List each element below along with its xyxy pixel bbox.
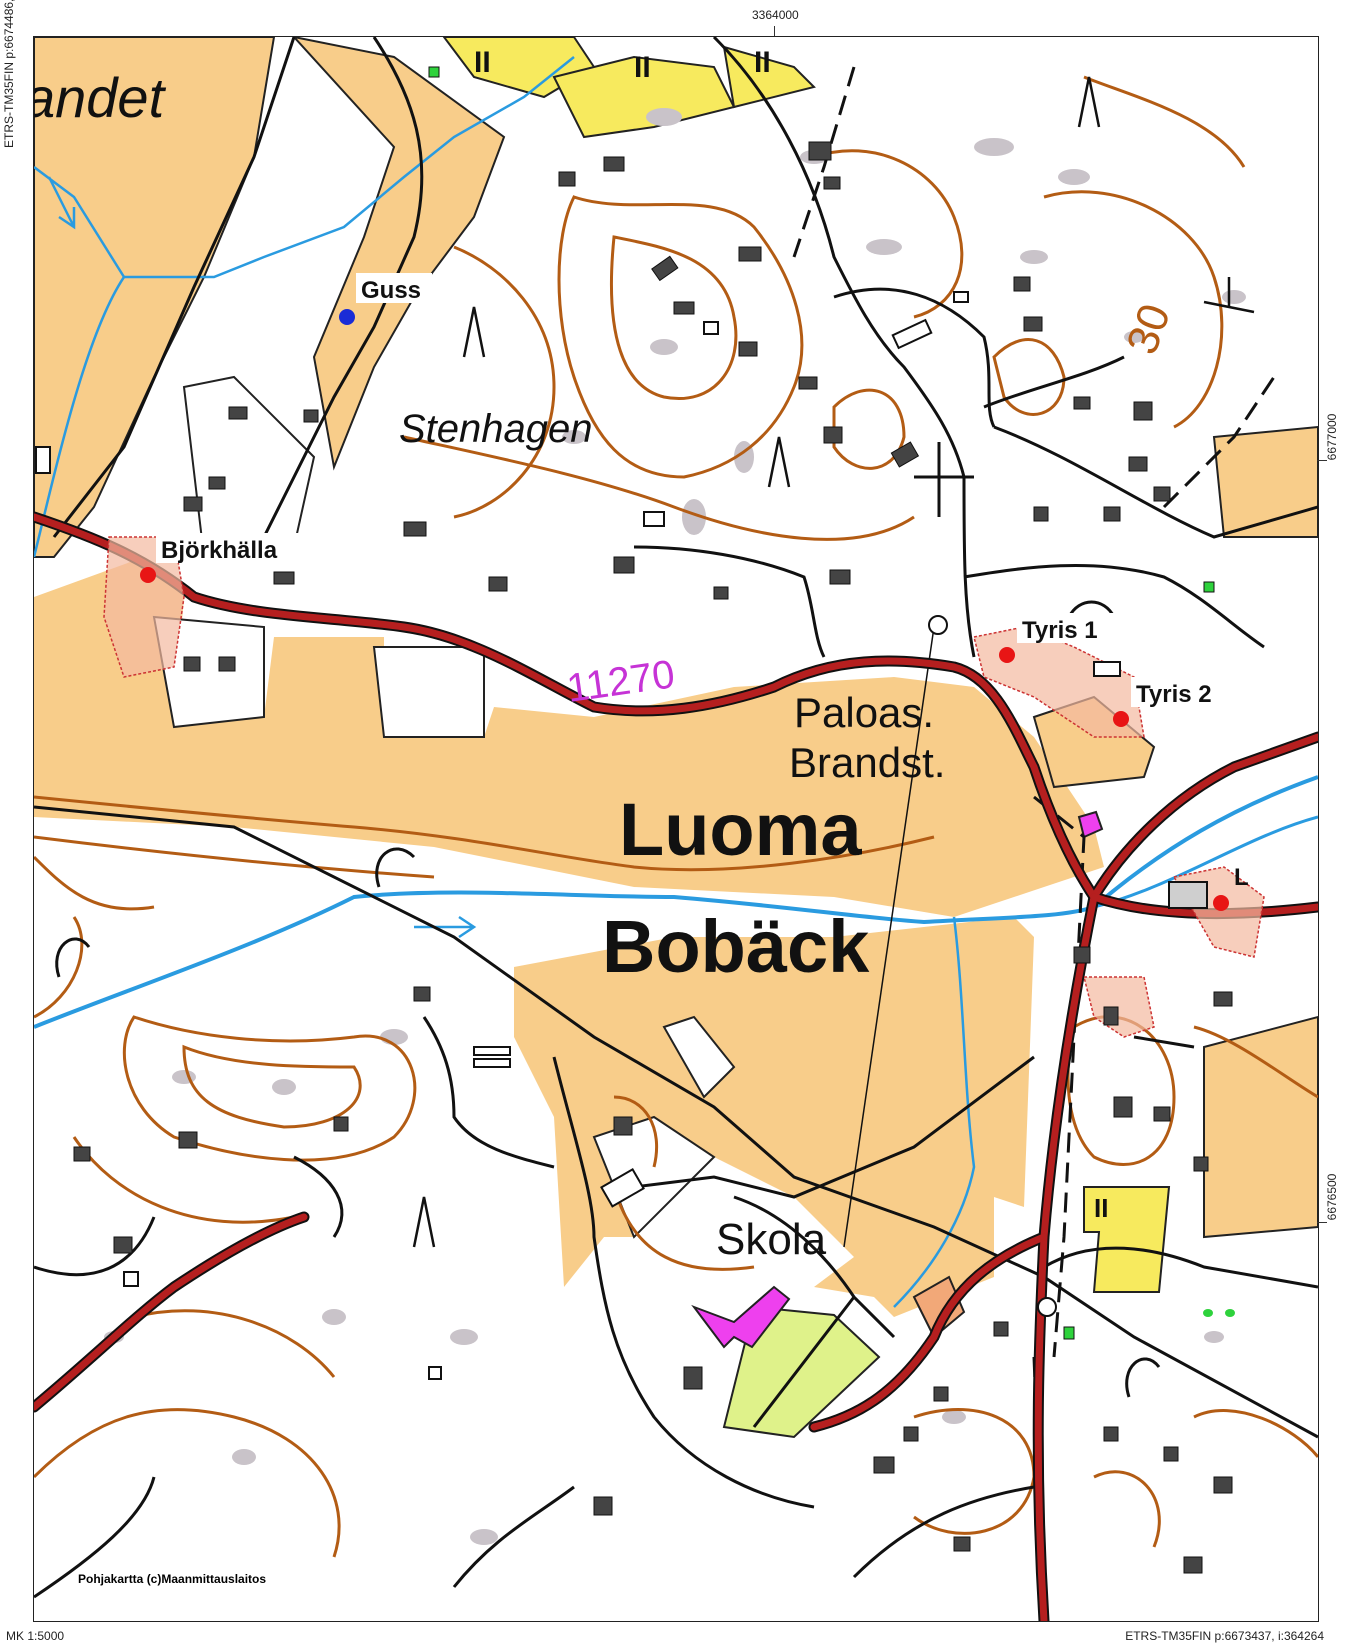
svg-text:Björkhälla: Björkhälla bbox=[161, 537, 278, 564]
label-ii-4: II bbox=[1094, 1193, 1108, 1223]
site-marker-bjorkhalla[interactable] bbox=[140, 567, 156, 583]
svg-text:Guss: Guss bbox=[361, 277, 421, 304]
site-label-guss[interactable]: Guss bbox=[356, 273, 432, 304]
site-markers[interactable] bbox=[140, 309, 1229, 911]
site-label-bjorkhalla[interactable]: Björkhälla bbox=[156, 533, 316, 564]
contour-lines bbox=[34, 75, 1318, 1558]
orange-lot bbox=[912, 1275, 966, 1339]
sports-field bbox=[722, 1305, 881, 1439]
label-luoma: Luoma bbox=[619, 788, 862, 871]
label-brandst: Brandst. bbox=[789, 739, 945, 786]
buildings bbox=[73, 141, 1233, 1574]
main-roads bbox=[34, 513, 1318, 1621]
topographic-map[interactable]: andet Stenhagen 11270 Paloas. Brandst. L… bbox=[34, 37, 1318, 1621]
cliff-symbols bbox=[412, 76, 1255, 1248]
watercourses bbox=[34, 56, 1318, 1308]
site-marker-tyris-2[interactable] bbox=[1113, 711, 1129, 727]
label-contour-30: 30 bbox=[1117, 298, 1180, 361]
map-scale: MK 1:5000 bbox=[6, 1629, 65, 1643]
label-ii-2: II bbox=[634, 51, 651, 84]
map-credit: Pohjakartta (c)Maanmittauslaitos bbox=[75, 1571, 270, 1587]
label-l-fragment: L bbox=[1234, 864, 1249, 891]
outbuildings bbox=[35, 291, 1208, 1380]
site-marker-tyris-1[interactable] bbox=[999, 647, 1015, 663]
svg-text:Tyris 2: Tyris 2 bbox=[1136, 681, 1212, 708]
field-areas bbox=[34, 37, 1318, 1317]
site-marker-guss[interactable] bbox=[339, 309, 355, 325]
flow-arrows bbox=[47, 176, 477, 939]
site-label-tyris-2[interactable]: Tyris 2 bbox=[1131, 677, 1241, 708]
built-lots bbox=[152, 375, 736, 1099]
label-paloas: Paloas. bbox=[794, 689, 934, 736]
bottom-right-coordinate-label: ETRS-TM35FIN p:6673437, i:364264 bbox=[1125, 1629, 1324, 1643]
green-points bbox=[428, 66, 1235, 1340]
label-ii-1: II bbox=[474, 46, 491, 79]
map-frame[interactable]: andet Stenhagen 11270 Paloas. Brandst. L… bbox=[33, 36, 1319, 1622]
left-coordinate-label: ETRS-TM35FIN p:6674486, i:363414 bbox=[2, 0, 16, 148]
right-coordinate-tick-label-2: 6676500 bbox=[1325, 1173, 1339, 1221]
svg-text:Tyris 1: Tyris 1 bbox=[1022, 617, 1098, 644]
right-tick-1 bbox=[1317, 460, 1327, 461]
label-stenhagen: Stenhagen bbox=[399, 407, 593, 451]
pit-symbols bbox=[55, 600, 1161, 1398]
top-tick bbox=[774, 26, 775, 36]
residential-areas bbox=[442, 37, 1171, 1293]
right-tick-2 bbox=[1317, 1222, 1327, 1223]
site-marker-unnamed[interactable] bbox=[1213, 895, 1229, 911]
power-line bbox=[843, 626, 935, 1248]
label-skola: Skola bbox=[716, 1215, 827, 1264]
label-road-number: 11270 bbox=[564, 652, 677, 711]
label-ii-3: II bbox=[754, 46, 771, 79]
label-fragment-andet: andet bbox=[34, 66, 167, 129]
public-buildings bbox=[691, 810, 1104, 1349]
label-boback: Bobäck bbox=[602, 905, 870, 988]
top-coordinate-tick-label: 3364000 bbox=[752, 8, 799, 22]
local-roads bbox=[34, 37, 1318, 1599]
site-label-tyris-1[interactable]: Tyris 1 bbox=[1017, 613, 1125, 644]
right-coordinate-tick-label-1: 6677000 bbox=[1325, 413, 1339, 461]
survey-points bbox=[928, 615, 1057, 1317]
